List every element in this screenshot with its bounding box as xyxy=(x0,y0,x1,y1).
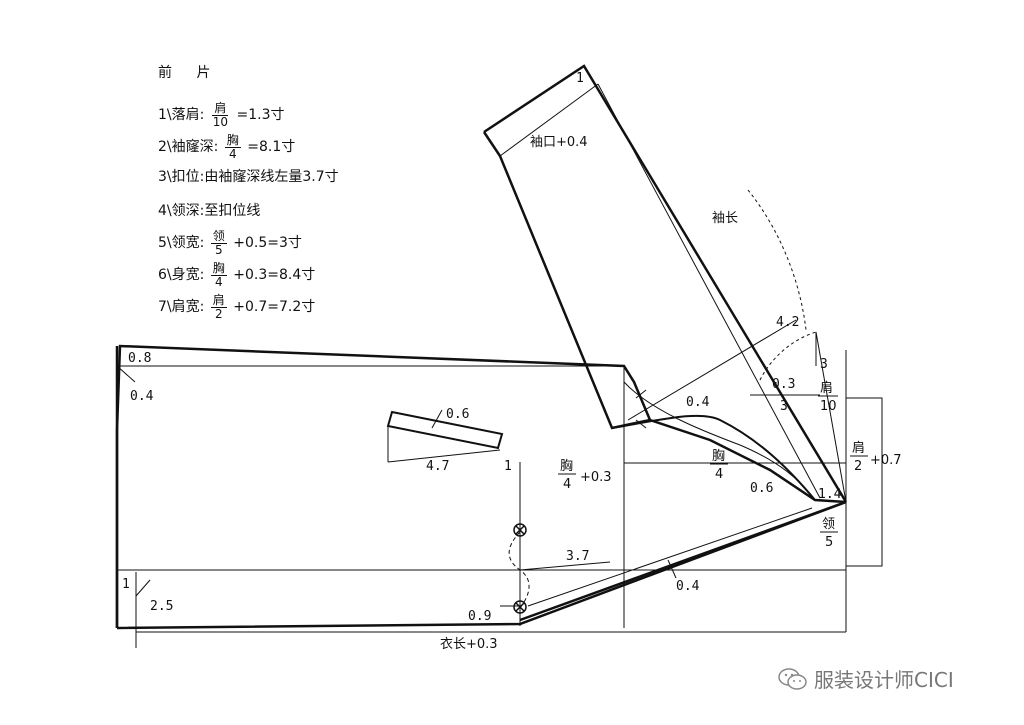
note-6-post: +0.3=8.4寸 xyxy=(233,267,316,284)
wechat-icon xyxy=(778,667,807,690)
button-icon xyxy=(513,600,527,614)
armhole-back xyxy=(623,381,816,501)
dim-14: 1.4 xyxy=(818,487,842,502)
note-5-pre: 5\领宽: xyxy=(158,235,205,252)
notes-title: 前 片 xyxy=(158,65,221,81)
dim-37: 3.7 xyxy=(566,549,589,564)
dim-3b: 3 xyxy=(780,399,788,414)
sleeve-cap-arc xyxy=(747,189,807,331)
note-6-pre: 6\身宽: xyxy=(158,267,205,284)
dim-04c: 0.4 xyxy=(686,395,710,410)
note-5-post: +0.5=3寸 xyxy=(233,235,302,252)
pocket-dim3 xyxy=(431,409,443,429)
tick-08 xyxy=(116,365,136,383)
sleeve-outline xyxy=(483,64,848,503)
neckline xyxy=(519,500,847,622)
shoulder-line xyxy=(815,331,847,503)
note-3: 3\扣位:由袖窿深线左量3.7寸 xyxy=(158,170,339,184)
tick-arm2 xyxy=(635,419,647,429)
shoulder-frac-num: 肩 xyxy=(820,380,833,396)
pocket-welt xyxy=(386,410,504,450)
dim-08: 0.8 xyxy=(128,351,151,366)
sleeve-center xyxy=(597,83,821,499)
shoulder-frac-den: 10 xyxy=(820,399,837,414)
tick-37 xyxy=(519,561,611,571)
body-outline xyxy=(115,344,847,630)
neckline-inner xyxy=(527,507,813,607)
dim-04a: 0.4 xyxy=(130,389,154,404)
dim-1c: 1 xyxy=(576,71,584,86)
cuff-label: 袖口+0.4 xyxy=(530,135,588,150)
note-1-post: =1.3寸 xyxy=(236,107,285,124)
dim-04b: 0.4 xyxy=(676,579,700,594)
chest-frac-num: 胸 xyxy=(560,459,573,474)
watermark-text: 服装设计师CICI xyxy=(814,668,954,692)
dim-06b: 0.6 xyxy=(750,481,773,496)
note-4-text: 4\领深:至扣位线 xyxy=(158,203,261,219)
note-7-post: +0.7=7.2寸 xyxy=(233,299,316,316)
chest-plus: +0.3 xyxy=(580,470,612,485)
dim-09: 0.9 xyxy=(468,609,491,624)
dim-03: 0.3 xyxy=(772,377,795,392)
note-3-text: 3\扣位:由袖窿深线左量3.7寸 xyxy=(158,169,339,185)
dim-1a: 1 xyxy=(504,459,512,474)
note-2-post: =8.1寸 xyxy=(247,139,296,156)
sleeve-length-label: 袖长 xyxy=(712,211,738,226)
chest2-frac-den: 4 xyxy=(715,467,723,482)
dim-42: 4.2 xyxy=(776,315,799,330)
shoulder-arc xyxy=(759,331,817,381)
armhole-curve xyxy=(611,414,816,501)
cuff-line xyxy=(499,83,599,157)
dim-3a: 3 xyxy=(820,357,828,372)
button-marks xyxy=(513,523,527,614)
collar-frac-num: 领 xyxy=(822,517,835,532)
note-2-pre: 2\袖窿深: xyxy=(158,139,219,156)
dim-25: 2.5 xyxy=(150,599,173,614)
shoulder2-frac-den: 2 xyxy=(854,459,862,474)
chest2-frac-num: 胸 xyxy=(712,449,725,464)
dim-06: 0.6 xyxy=(446,407,469,422)
garment-length-label: 衣长+0.3 xyxy=(440,636,498,652)
button-icon xyxy=(513,523,527,537)
pocket-dim2 xyxy=(387,449,501,463)
shoulder-bracket xyxy=(846,397,883,567)
watermark: 服装设计师CICI xyxy=(778,664,954,693)
tick-arm1 xyxy=(635,389,647,399)
note-4: 4\领深:至扣位线 xyxy=(158,204,260,218)
chest-frac-den: 4 xyxy=(563,477,571,492)
dim-1b: 1 xyxy=(122,577,130,592)
collar-frac-den: 5 xyxy=(825,535,833,550)
tick-04 xyxy=(667,559,677,579)
dim-47: 4.7 xyxy=(426,459,449,474)
shoulder2-plus: +0.7 xyxy=(870,453,902,468)
sleeve-guide xyxy=(627,319,797,421)
note-1-pre: 1\落肩: xyxy=(158,107,205,124)
tick-25 xyxy=(135,579,151,597)
note-7-pre: 7\肩宽: xyxy=(158,299,205,316)
shoulder2-frac-num: 肩 xyxy=(852,440,865,456)
